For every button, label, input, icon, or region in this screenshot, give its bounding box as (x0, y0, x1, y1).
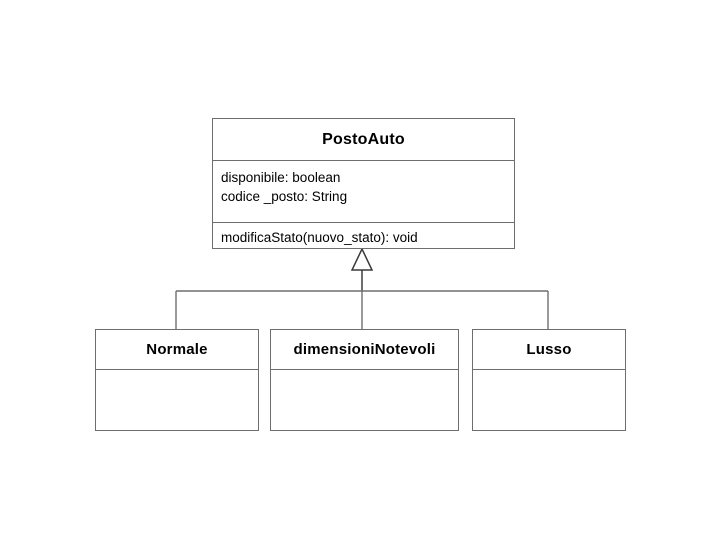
attributes-compartment-parent: disponibile: boolean codice _posto: Stri… (213, 160, 514, 222)
attributes-compartment-child (473, 369, 625, 430)
class-box-child-lusso[interactable]: Lusso (472, 329, 626, 431)
attributes-compartment-child (96, 369, 258, 430)
generalization-arrowhead (350, 247, 374, 271)
attribute-row: disponibile: boolean (221, 170, 341, 185)
class-name-child: Normale (146, 341, 208, 358)
class-name-child: dimensioniNotevoli (293, 341, 436, 358)
attributes-compartment-child (271, 369, 458, 430)
class-name-parent: PostoAuto (322, 130, 405, 148)
class-box-child-normale[interactable]: Normale (95, 329, 259, 431)
attribute-row: codice _posto: String (221, 189, 348, 204)
methods-compartment-parent: modificaStato(nuovo_stato): void (213, 222, 514, 248)
class-box-parent[interactable]: PostoAuto disponibile: boolean codice _p… (212, 118, 515, 249)
method-row: modificaStato(nuovo_stato): void (221, 230, 418, 245)
class-name-child: Lusso (526, 341, 572, 358)
class-box-child-dimensioninotevoli[interactable]: dimensioniNotevoli (270, 329, 459, 431)
